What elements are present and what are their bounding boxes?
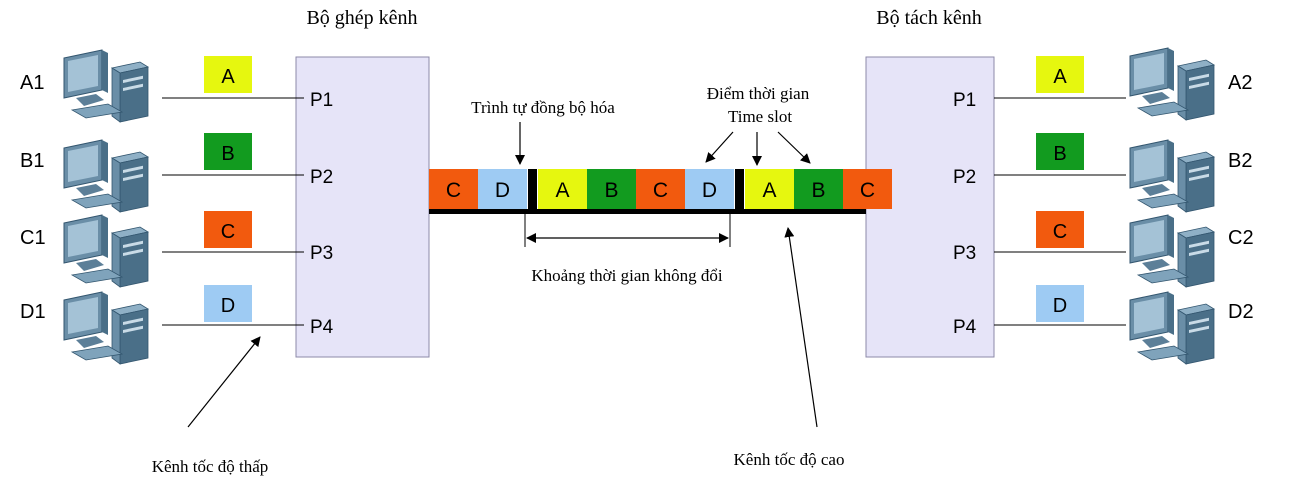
- high-speed-channel-label: Kênh tốc độ cao: [734, 450, 845, 469]
- sync-marker: [735, 169, 744, 209]
- time-slot-d: [478, 169, 527, 209]
- time-slot-d: [685, 169, 734, 209]
- channel-b-swatch: [204, 133, 252, 170]
- computer-icon: [63, 291, 149, 365]
- time-slot-b: [587, 169, 636, 209]
- demux-port-1: P1: [953, 90, 976, 111]
- demux-port-2: P2: [953, 167, 976, 188]
- computer-label-b2: B2: [1228, 150, 1252, 172]
- computer-icon: [63, 214, 149, 288]
- channel-c-label: C: [221, 221, 235, 243]
- channel-d-swatch: [1036, 285, 1084, 322]
- time-slot-label: D: [702, 179, 717, 202]
- time-point-label: Điểm thời gian: [707, 84, 810, 103]
- channel-a-swatch: [204, 56, 252, 93]
- sync-marker: [528, 169, 537, 209]
- time-slot-c: [636, 169, 685, 209]
- time-slot-label: B: [811, 179, 825, 202]
- channel-d-label: D: [221, 295, 235, 317]
- channel-d-label: D: [1053, 295, 1067, 317]
- mux-port-2: P2: [310, 167, 333, 188]
- time-slot-c: [843, 169, 892, 209]
- multiplexer-box: [295, 56, 430, 358]
- demux-port-3: P3: [953, 243, 976, 264]
- computer-icon: [1129, 47, 1215, 121]
- channel-b-label: B: [1053, 143, 1066, 165]
- time-slot-label: Time slot: [728, 107, 792, 126]
- computer-icon: [1129, 139, 1215, 213]
- channel-d-swatch: [204, 285, 252, 322]
- channel-c-swatch: [204, 211, 252, 248]
- right-channel-a: A: [1036, 56, 1084, 93]
- time-slot-b: [794, 169, 843, 209]
- right-channel-c: C: [1036, 211, 1084, 248]
- mux-port-4: P4: [310, 317, 334, 338]
- channel-c-label: C: [1053, 221, 1067, 243]
- time-slot-a: [745, 169, 794, 209]
- time-slot-label: C: [860, 179, 875, 202]
- time-slot-c: [429, 169, 478, 209]
- time-slot-label: B: [604, 179, 618, 202]
- computer-icon: [63, 139, 149, 213]
- time-slot-label: A: [762, 179, 776, 202]
- channel-c-swatch: [1036, 211, 1084, 248]
- channel-b-swatch: [1036, 133, 1084, 170]
- low-speed-arrow: [187, 336, 261, 428]
- computer-label-d2: D2: [1228, 301, 1254, 323]
- low-speed-channel-label: Kênh tốc độ thấp: [152, 457, 269, 476]
- right-channel-d: D: [1036, 285, 1084, 322]
- channel-a-label: A: [221, 66, 235, 88]
- computer-label-d1: D1: [20, 301, 46, 323]
- constant-interval-label: Khoảng thời gian không đổi: [531, 266, 723, 285]
- computer-label-c2: C2: [1228, 227, 1254, 249]
- high-speed-link: [429, 209, 866, 214]
- left-channel-a: A: [204, 56, 252, 93]
- computer-icon: [1129, 214, 1215, 288]
- right-channel-b: B: [1036, 133, 1084, 170]
- computer-label-c1: C1: [20, 227, 46, 249]
- mux-port-1: P1: [310, 90, 333, 111]
- mux-title: Bộ ghép kênh: [306, 7, 417, 29]
- sync-sequence-label: Trình tự đồng bộ hóa: [471, 98, 615, 117]
- time-slot-label: C: [446, 179, 461, 202]
- computer-icon: [63, 49, 149, 123]
- channel-a-swatch: [1036, 56, 1084, 93]
- time-slot-label: D: [495, 179, 510, 202]
- left-channel-d: D: [204, 285, 252, 322]
- time-slot-a: [538, 169, 587, 209]
- left-channel-c: C: [204, 211, 252, 248]
- time-slot-arrow-b: [777, 131, 811, 164]
- computer-label-a2: A2: [1228, 72, 1252, 94]
- demux-port-4: P4: [953, 317, 977, 338]
- time-slot-label: A: [555, 179, 569, 202]
- time-point-arrow: [705, 131, 734, 163]
- time-slot-label: C: [653, 179, 668, 202]
- demux-title: Bộ tách kênh: [876, 7, 982, 29]
- computer-icon: [1129, 291, 1215, 365]
- channel-a-label: A: [1053, 66, 1067, 88]
- mux-port-3: P3: [310, 243, 333, 264]
- computer-label-b1: B1: [20, 150, 44, 172]
- computer-label-a1: A1: [20, 72, 44, 94]
- high-speed-arrow: [784, 227, 818, 428]
- channel-b-label: B: [221, 143, 234, 165]
- left-channel-b: B: [204, 133, 252, 170]
